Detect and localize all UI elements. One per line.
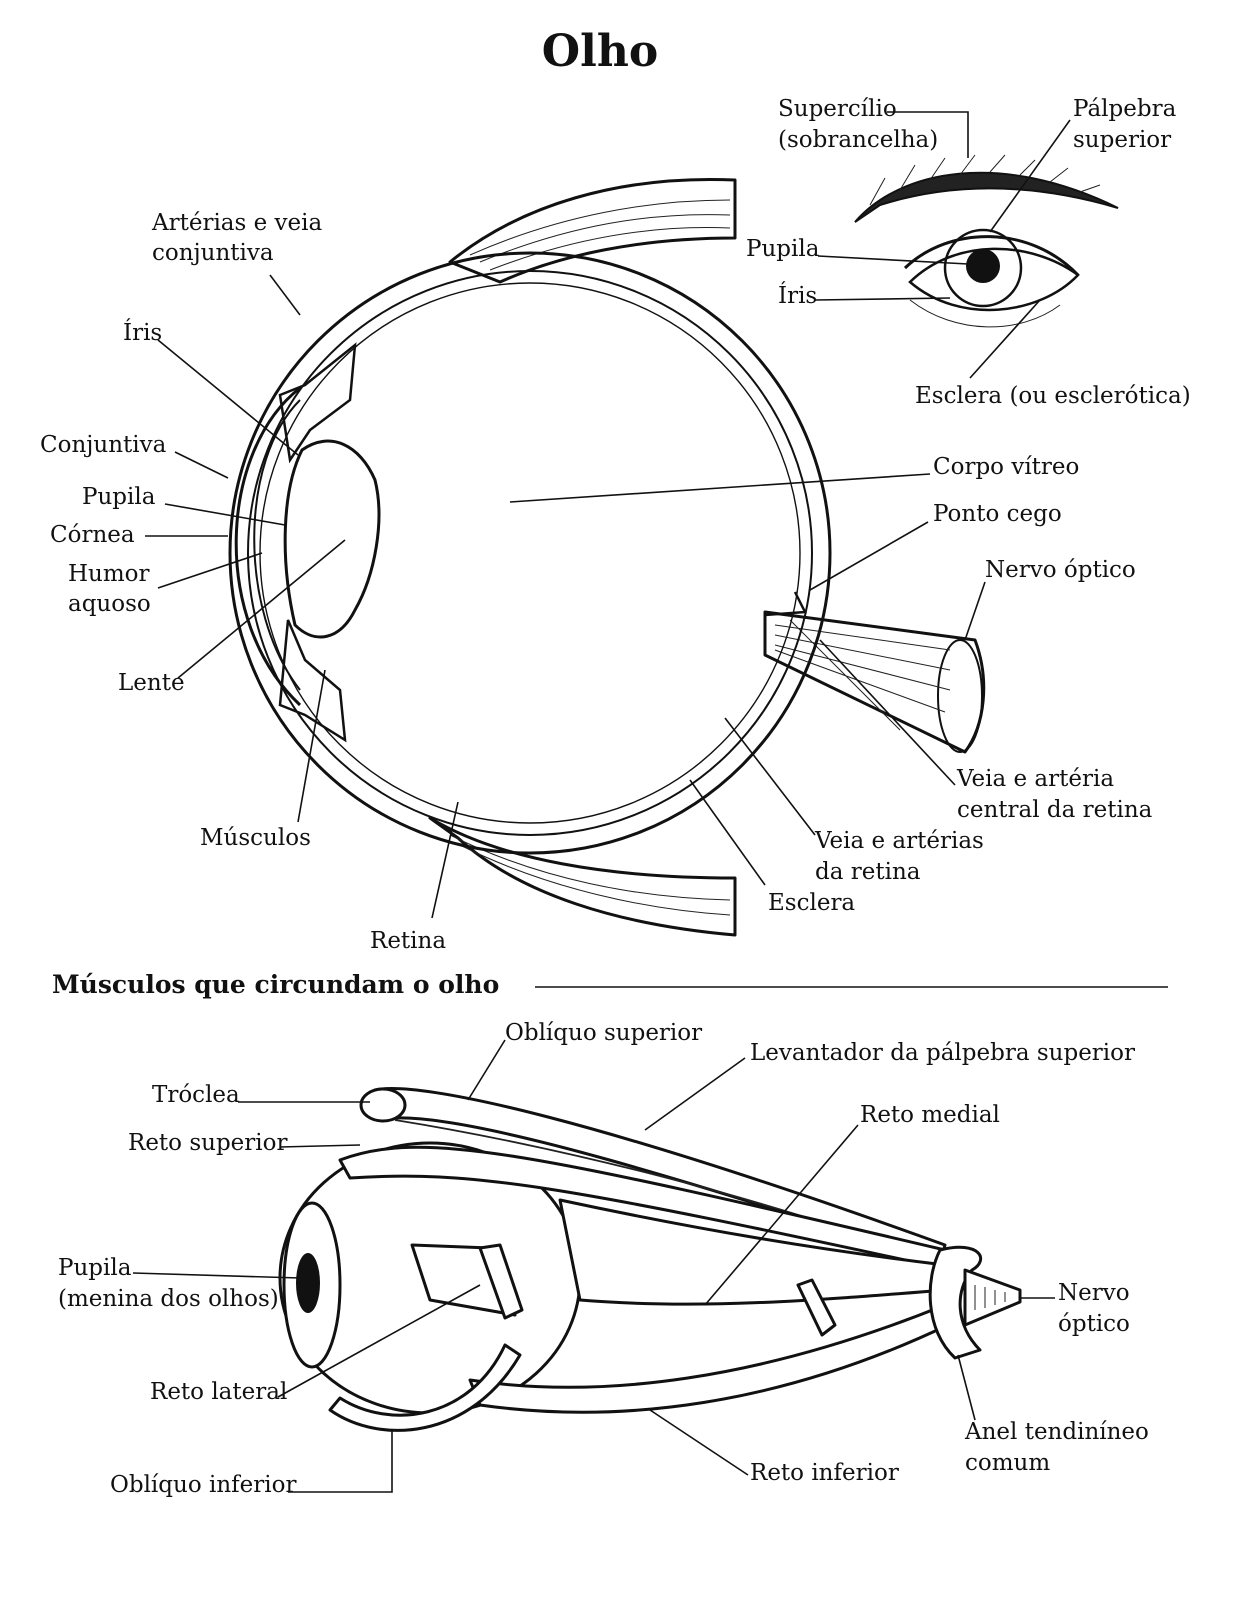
muscles-diagram <box>278 1087 1022 1432</box>
label-reto-superior: Reto superior <box>128 1130 287 1156</box>
section2-title: Músculos que circundam o olho <box>52 970 499 999</box>
label-pupila-1: Pupila <box>58 1255 132 1281</box>
section1-leader-lines <box>145 274 986 919</box>
eye-cross-section <box>228 177 986 937</box>
label-nervo-2: óptico <box>1058 1311 1130 1337</box>
label-reto-inferior: Reto inferior <box>750 1460 899 1486</box>
external-pupil <box>966 249 1000 283</box>
label-iris: Íris <box>123 319 162 346</box>
label-corpo-vitreo: Corpo vítreo <box>933 454 1079 480</box>
lateral-rectus-end <box>478 1243 524 1320</box>
sclera-outer <box>228 251 832 855</box>
label-anel-1: Anel tendiníneo <box>964 1419 1149 1445</box>
section2-labels: Oblíquo superior Levantador da pálpebra … <box>58 1020 1149 1498</box>
label-pupila: Pupila <box>82 484 156 510</box>
label-nervo-1: Nervo <box>1058 1280 1130 1306</box>
label-ponto-cego: Ponto cego <box>933 501 1062 527</box>
label-palpebra: Pálpebra <box>1073 96 1177 122</box>
optic-nerve-fibers <box>774 619 951 731</box>
inferior-oblique-shape <box>328 1343 522 1432</box>
label-nervo-optico: Nervo óptico <box>985 557 1136 583</box>
label-esclera-ext: Esclera (ou esclerótica) <box>915 383 1191 409</box>
label-pupila-ext: Pupila <box>746 236 820 262</box>
eyelid-upper <box>903 235 1080 277</box>
section1-labels: Artérias e veia conjuntiva Íris Conjunti… <box>40 210 1153 954</box>
label-obliquo-inferior: Oblíquo inferior <box>110 1472 296 1498</box>
label-veias-retina-2: da retina <box>815 859 921 885</box>
optic-nerve-cone <box>963 1268 1022 1327</box>
label-veia-central-1: Veia e artéria <box>956 766 1114 792</box>
pupil-front <box>296 1253 320 1313</box>
label-conjuntiva: Conjuntiva <box>40 432 167 458</box>
label-anel-2: comum <box>965 1450 1050 1476</box>
label-humor-2: aquoso <box>68 591 151 617</box>
label-veia-central-2: central da retina <box>957 797 1153 823</box>
label-palpebra-superior: superior <box>1073 127 1171 153</box>
label-arterias-2: conjuntiva <box>152 240 274 266</box>
external-iris <box>943 228 1023 308</box>
iris-lower <box>278 619 347 743</box>
lens-shape <box>283 439 381 639</box>
label-humor-1: Humor <box>68 561 150 587</box>
label-reto-lateral: Reto lateral <box>150 1379 287 1405</box>
external-eye-labels: Supercílio (sobrancelha) Pálpebra superi… <box>746 96 1191 409</box>
label-sobrancelha: (sobrancelha) <box>778 127 938 153</box>
eyelashes-lower <box>909 299 1061 328</box>
troclea-shape <box>359 1087 407 1123</box>
label-reto-medial: Reto medial <box>860 1102 1000 1128</box>
external-eye <box>854 154 1119 328</box>
label-pupila-2: (menina dos olhos) <box>58 1286 279 1312</box>
optic-nerve-end <box>937 639 983 753</box>
iris-upper <box>278 342 357 464</box>
label-musculos: Músculos <box>200 825 311 851</box>
label-troclea: Tróclea <box>152 1082 240 1108</box>
optic-nerve-shape <box>763 610 986 754</box>
optic-disc <box>764 591 807 617</box>
label-iris-ext: Íris <box>778 282 817 309</box>
optic-nerve-fibers-2 <box>974 1285 1006 1310</box>
eye-outline <box>908 247 1080 312</box>
label-obliquo-superior: Oblíquo superior <box>505 1020 702 1046</box>
label-arterias-1: Artérias e veia <box>151 210 323 236</box>
medial-rectus-stump <box>796 1278 837 1337</box>
label-veias-retina-1: Veia e artérias <box>814 828 984 854</box>
eyebrow <box>854 171 1119 223</box>
top-muscle-shape <box>448 177 737 284</box>
label-retina: Retina <box>370 928 446 954</box>
label-supercilio: Supercílio <box>778 96 897 122</box>
sclera-inner <box>247 270 813 836</box>
top-muscle-fibers <box>469 199 731 271</box>
label-levantador: Levantador da pálpebra superior <box>750 1040 1135 1066</box>
external-eye-leader-lines <box>814 111 1071 379</box>
bottom-muscle-shape <box>428 816 737 937</box>
section2-leader-lines <box>132 1039 1055 1493</box>
eyebrow-hairs <box>869 154 1101 206</box>
page-title: Olho <box>542 26 658 77</box>
cornea-shape <box>234 386 302 707</box>
label-cornea: Córnea <box>50 522 135 548</box>
label-lente: Lente <box>118 670 185 696</box>
cornea-inner <box>253 399 301 691</box>
label-esclera: Esclera <box>768 890 855 916</box>
